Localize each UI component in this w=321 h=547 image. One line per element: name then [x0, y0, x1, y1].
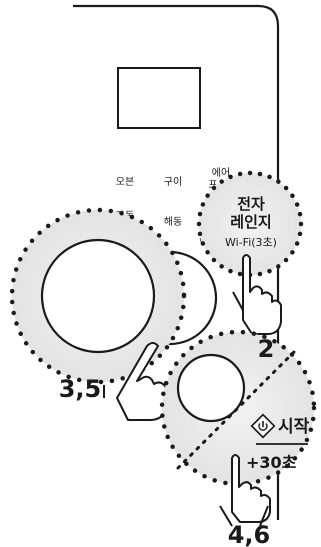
hand-pointer-icon	[231, 454, 271, 523]
microwave-button-line1[interactable]: 전자	[237, 195, 265, 213]
air-fry-button-line2[interactable]: 프	[208, 180, 217, 191]
start-label: 시작	[278, 417, 310, 437]
microwave-button-line3[interactable]: Wi-Fi(3초)	[225, 236, 277, 249]
start-power-icon	[250, 413, 276, 439]
step-number-2: 2	[258, 335, 275, 363]
start-button[interactable]: 시작	[250, 413, 310, 439]
step-number-3-5: 3,5	[59, 375, 102, 403]
dial-knob[interactable]	[40, 238, 156, 354]
display-screen	[117, 67, 201, 129]
step-number-4-6: 4,6	[228, 521, 271, 547]
step46-pointer-line-left	[219, 505, 233, 527]
grill-button[interactable]: 구이	[164, 176, 182, 188]
hand-pointer-icon	[242, 254, 282, 335]
microwave-button-line2[interactable]: 레인지	[230, 213, 271, 231]
air-fry-button-line1[interactable]: 에어	[212, 167, 230, 179]
add-30s-label[interactable]: +30초	[246, 453, 297, 472]
defrost-button[interactable]: 해동	[164, 215, 182, 228]
step46-pointer-line-right	[259, 505, 269, 527]
divider-line	[176, 348, 298, 470]
oven-button[interactable]: 오븐	[116, 176, 134, 188]
panel-outline	[73, 4, 280, 520]
start-zoom-dial[interactable]	[176, 353, 246, 423]
